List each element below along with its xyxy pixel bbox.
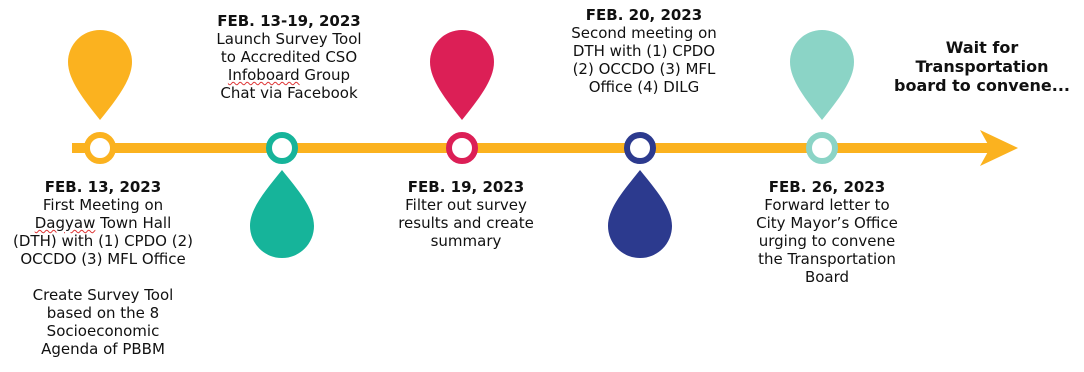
- event-1-desc-post: Town Hall (DTH) with (1) CPDO (2) OCCDO …: [13, 214, 193, 358]
- pin-2: [250, 132, 314, 258]
- pin-4: [608, 132, 672, 258]
- event-3-description: Filter out survey results and create sum…: [398, 196, 534, 250]
- event-3-date: FEB. 19, 2023: [407, 178, 525, 196]
- event-2-description: Launch Survey Tool to Accredited CSO Inf…: [186, 30, 392, 102]
- drop-down-navy: [608, 170, 672, 258]
- drop-up-crimson: [430, 30, 494, 120]
- event-4-date: FEB. 20, 2023: [585, 6, 703, 24]
- timeline-node-5: [806, 132, 838, 164]
- event-4-label: FEB. 20, 2023 Second meeting on DTH with…: [544, 6, 744, 96]
- event-2-desc-wavy: Infoboard: [227, 66, 300, 84]
- event-2-desc-pre: Launch Survey Tool to Accredited CSO: [216, 30, 362, 66]
- drop-up-yellow: [68, 30, 132, 120]
- drop-up-mint: [790, 30, 854, 120]
- event-3-label: FEB. 19, 2023 Filter out survey results …: [366, 178, 566, 250]
- timeline-node-4: [624, 132, 656, 164]
- pin-3: [430, 30, 494, 164]
- timeline-node-2: [266, 132, 298, 164]
- event-2-desc-post: Group Chat via Facebook: [220, 66, 358, 102]
- event-5-label: FEB. 26, 2023 Forward letter to City May…: [722, 178, 932, 286]
- final-step-text: Wait for Transportation board to convene…: [894, 38, 1070, 95]
- timeline-line: [72, 143, 992, 153]
- event-1-description: First Meeting on Dagyaw Town Hall (DTH) …: [0, 196, 206, 358]
- timeline-node-1: [84, 132, 116, 164]
- event-4-description: Second meeting on DTH with (1) CPDO (2) …: [571, 24, 717, 96]
- timeline-arrowhead: [980, 130, 1018, 166]
- event-5-description: Forward letter to City Mayor’s Office ur…: [756, 196, 898, 286]
- drop-down-teal: [250, 170, 314, 258]
- event-5-date: FEB. 26, 2023: [768, 178, 886, 196]
- event-2-date: FEB. 13-19, 2023: [217, 12, 361, 30]
- event-1-label: FEB. 13, 2023 First Meeting on Dagyaw To…: [0, 178, 206, 358]
- event-1-date: FEB. 13, 2023: [44, 178, 162, 196]
- pin-1: [68, 30, 132, 164]
- timeline-node-3: [446, 132, 478, 164]
- event-1-desc-pre: First Meeting on: [42, 196, 164, 214]
- pin-5: [790, 30, 854, 164]
- event-1-desc-wavy: Dagyaw: [34, 214, 96, 232]
- event-2-label: FEB. 13-19, 2023 Launch Survey Tool to A…: [186, 12, 392, 102]
